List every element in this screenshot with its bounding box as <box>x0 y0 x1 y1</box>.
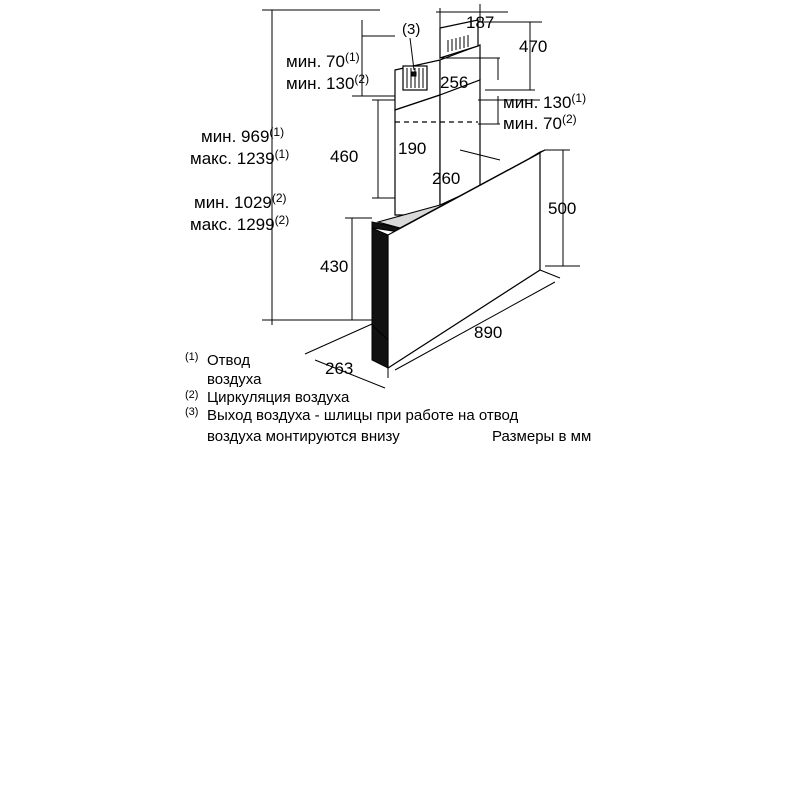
height-max-1239: макс. 1239(1) <box>190 147 289 168</box>
legend-mark-2: (2) <box>185 389 198 401</box>
vent-slots-front <box>406 68 424 88</box>
height-min-1029: мин. 1029(2) <box>194 191 287 212</box>
dim-260: 260 <box>432 169 460 188</box>
height-min-969: мин. 969(1) <box>201 125 284 146</box>
legend-text-3a: Выход воздуха - шлицы при работе на отво… <box>207 407 519 424</box>
upper-chimney-top <box>439 19 479 59</box>
min-130-left: мин. 130(2) <box>286 72 369 93</box>
dim-187: 187 <box>466 13 494 32</box>
legend: (1) Отвод воздуха (2) Циркуляция воздуха… <box>185 351 591 445</box>
dim-460: 460 <box>330 147 358 166</box>
min-130-right: мин. 130(1) <box>503 91 586 112</box>
dimension-text: 187 470 256 190 460 260 500 430 890 263 … <box>190 13 586 378</box>
glass-panel-edge <box>371 227 389 369</box>
height-max-1299: макс. 1299(2) <box>190 213 289 234</box>
dim-256: 256 <box>440 73 468 92</box>
legend-mark-3: (3) <box>185 406 198 418</box>
legend-text-1a: Отвод <box>207 352 250 369</box>
legend-text-1b: воздуха <box>207 371 262 388</box>
product-outline <box>371 19 546 370</box>
min-70-left: мин. 70(1) <box>286 50 360 71</box>
dim-430: 430 <box>320 257 348 276</box>
vent-slots-top <box>447 35 469 52</box>
dim-263: 263 <box>325 359 353 378</box>
min-70-right: мин. 70(2) <box>503 112 577 133</box>
legend-text-3b: воздуха монтируются внизу <box>207 428 400 445</box>
dim-190: 190 <box>398 139 426 158</box>
units-note: Размеры в мм <box>492 428 591 445</box>
dim-470: 470 <box>519 37 547 56</box>
legend-text-2: Циркуляция воздуха <box>207 389 350 406</box>
legend-mark-1: (1) <box>185 351 198 363</box>
callout-3-label: (3) <box>402 21 420 38</box>
dim-890: 890 <box>474 323 502 342</box>
dimension-lines <box>262 4 580 389</box>
dim-500: 500 <box>548 199 576 218</box>
